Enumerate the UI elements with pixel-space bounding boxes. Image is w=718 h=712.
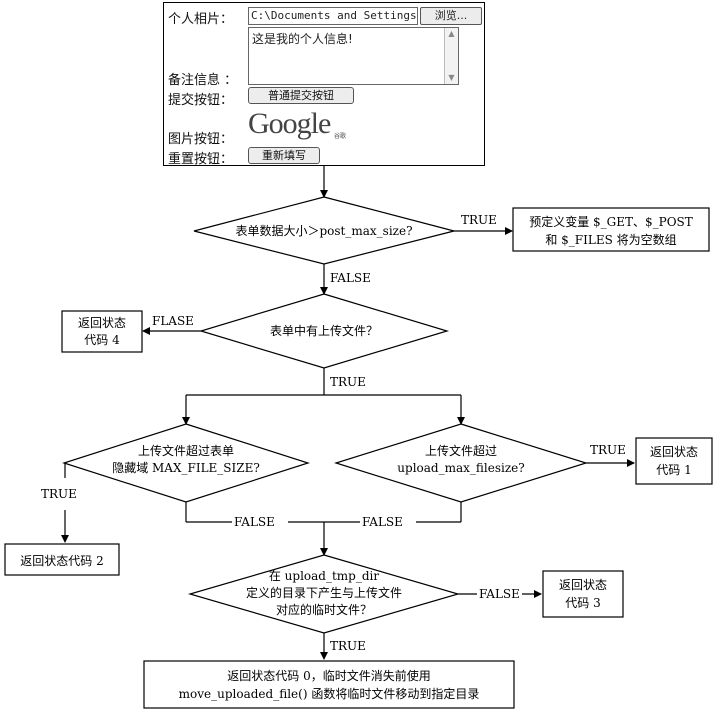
decision-post-max-size [193,196,455,265]
memo-textarea[interactable]: 这是我的个人信息! ▲ ▼ [248,27,459,85]
photo-path-input[interactable]: C:\Documents and Settings\ [248,7,418,25]
submit-label: 提交按钮： [168,93,234,108]
d4-false-label: FALSE [362,515,403,529]
box-status-0 [143,660,515,709]
empty-arrays-line2: 和 $_FILES 将为空数组 [545,232,676,247]
status-4-line2: 代码 4 [84,333,120,347]
d4-true-label: TRUE [590,443,626,457]
decision-temp-file [187,554,461,634]
browse-button[interactable]: 浏览... [420,7,482,25]
photo-label: 个人相片： [168,12,234,27]
status-1-line2: 代码 1 [656,463,691,477]
status-0-line2: move_uploaded_file() 函数将临时文件移动到指定目录 [179,686,480,701]
d2-text: 表单中有上传文件？ [270,323,378,338]
scroll-up-icon[interactable]: ▲ [448,29,455,38]
d2-true-label: TRUE [330,375,366,389]
d5-false-label: FALSE [479,587,520,601]
d1-true-label: TRUE [461,213,497,227]
submit-button[interactable]: 普通提交按钮 [248,87,354,104]
d1-text: 表单数据大小＞post_max_size? [235,223,412,238]
status-3-line2: 代码 3 [565,596,600,610]
box-status-3 [542,570,624,618]
memo-scrollbar[interactable]: ▲ ▼ [444,28,458,84]
decision-max-file-size [62,423,310,503]
status-1-line1: 返回状态 [650,445,698,459]
d2-false-label: FLASE [152,314,194,328]
box-empty-arrays [512,207,710,252]
box-status-4 [61,310,143,353]
d5-line3: 对应的临时文件？ [276,602,372,617]
d3-false-label: FALSE [234,515,275,529]
reset-button[interactable]: 重新填写 [248,147,320,164]
image-button-label: 图片按钮： [168,132,234,147]
d4-line1: 上传文件超过 [425,443,497,458]
box-status-1 [635,437,713,485]
empty-arrays-line1: 预定义变量 $_GET、$_POST [529,214,693,229]
status-2-text: 返回状态代码 2 [20,554,103,568]
status-4-line1: 返回状态 [78,316,126,330]
memo-label: 备注信息 ： [168,73,238,88]
scroll-down-icon[interactable]: ▼ [448,73,455,82]
status-0-line1: 返回状态代码 0，临时文件消失前使用 [227,668,430,683]
d5-true-label: TRUE [330,639,366,653]
upload-form-panel: 个人相片： C:\Documents and Settings\ 浏览... 这… [163,2,485,167]
d5-line2: 定义的目录下产生与上传文件 [246,585,402,600]
decision-upload-max-filesize [333,423,589,503]
reset-label: 重置按钮： [168,152,234,167]
d5-line1: 在 upload_tmp_dir [269,569,380,583]
d1-false-label: FALSE [330,271,371,285]
google-logo-image-button[interactable]: Google [248,107,331,140]
box-status-2 [4,543,120,576]
google-logo-subtext: 谷歌 [334,133,347,140]
d3-line1: 上传文件超过表单 [138,443,234,458]
d4-line2: upload_max_filesize? [397,461,524,475]
memo-text: 这是我的个人信息! [252,32,353,46]
decision-has-upload [198,293,450,369]
d3-true-label: TRUE [41,487,77,501]
d3-line2: 隐藏域 MAX_FILE_SIZE? [112,461,260,475]
status-3-line1: 返回状态 [559,578,607,592]
